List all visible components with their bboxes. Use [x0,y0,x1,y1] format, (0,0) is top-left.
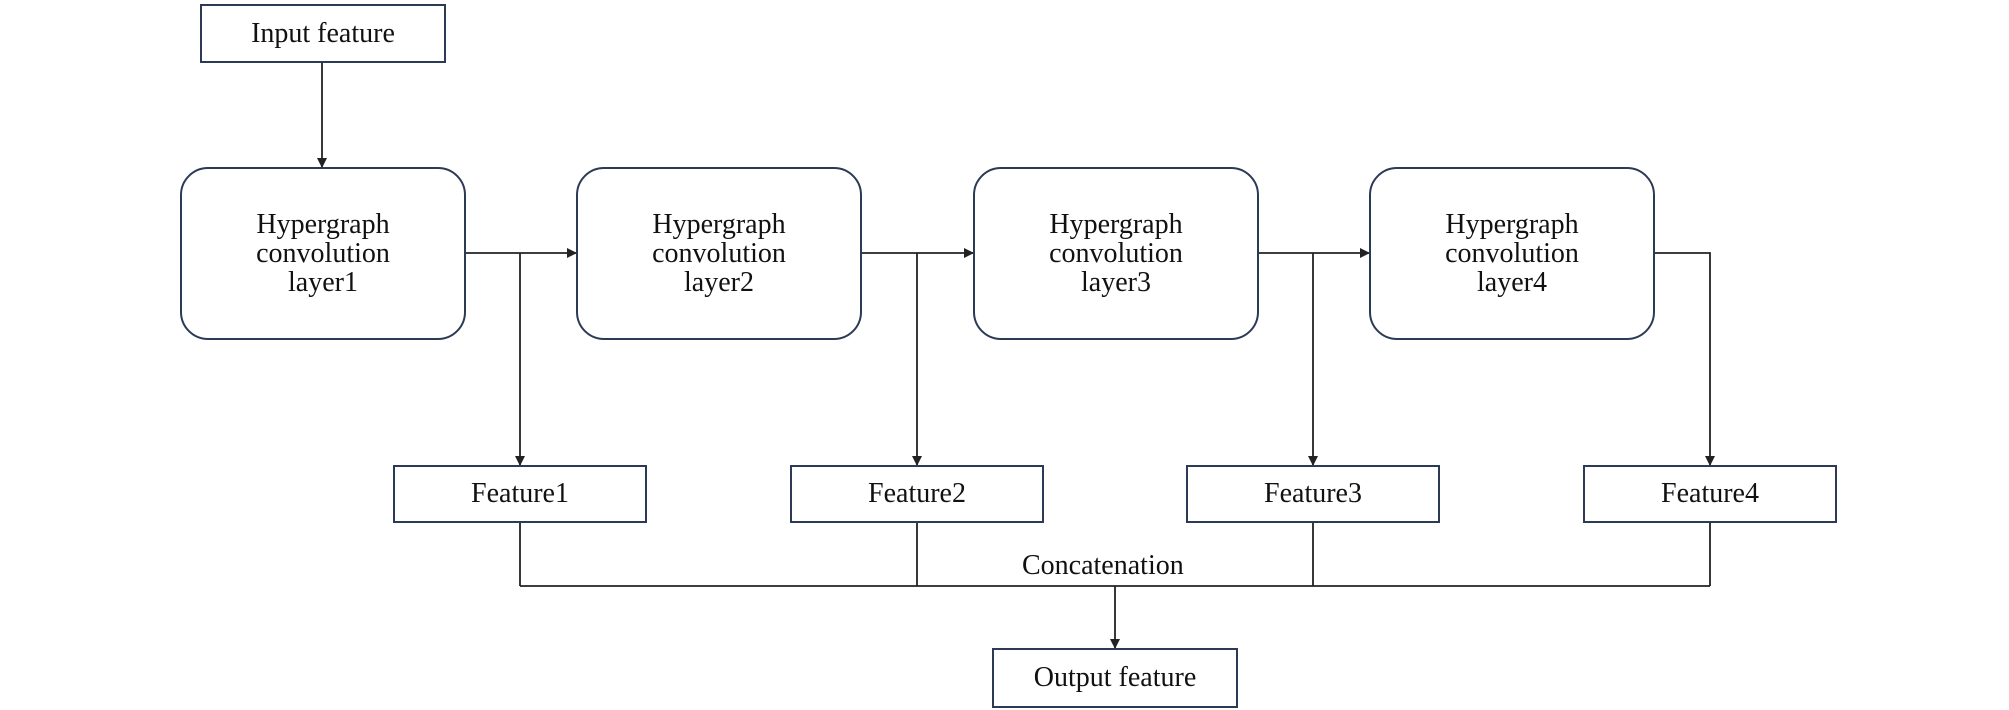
layer2-line2: convolution [652,238,786,269]
arrow-layer4-to-feature4 [1653,252,1715,466]
hypergraph-layer2-box: Hypergraph convolution layer2 [576,167,862,340]
layer1-line3: layer1 [288,267,358,298]
feature4-label: Feature4 [1661,478,1759,509]
feature2-box: Feature2 [790,465,1044,523]
output-feature-box: Output feature [992,648,1238,708]
feature2-label: Feature2 [868,478,966,509]
layer3-line2: convolution [1049,238,1183,269]
layer2-line1: Hypergraph [652,209,786,240]
layer3-line3: layer3 [1081,267,1151,298]
layer3-line1: Hypergraph [1049,209,1183,240]
concatenation-label: Concatenation [1022,550,1184,581]
hypergraph-layer1-box: Hypergraph convolution layer1 [180,167,466,340]
layer4-line3: layer4 [1477,267,1547,298]
layer1-line1: Hypergraph [256,209,390,240]
feature1-box: Feature1 [393,465,647,523]
hypergraph-layer3-box: Hypergraph convolution layer3 [973,167,1259,340]
input-feature-label: Input feature [251,17,395,49]
feature3-box: Feature3 [1186,465,1440,523]
input-feature-box: Input feature [200,4,446,63]
output-feature-label: Output feature [1033,662,1197,693]
layer4-line2: convolution [1445,238,1579,269]
feature3-label: Feature3 [1264,478,1362,509]
feature1-label: Feature1 [471,478,569,509]
layer1-line2: convolution [256,238,390,269]
layer4-line1: Hypergraph [1445,209,1579,240]
feature4-box: Feature4 [1583,465,1837,523]
layer2-line3: layer2 [684,267,754,298]
hypergraph-layer4-box: Hypergraph convolution layer4 [1369,167,1655,340]
